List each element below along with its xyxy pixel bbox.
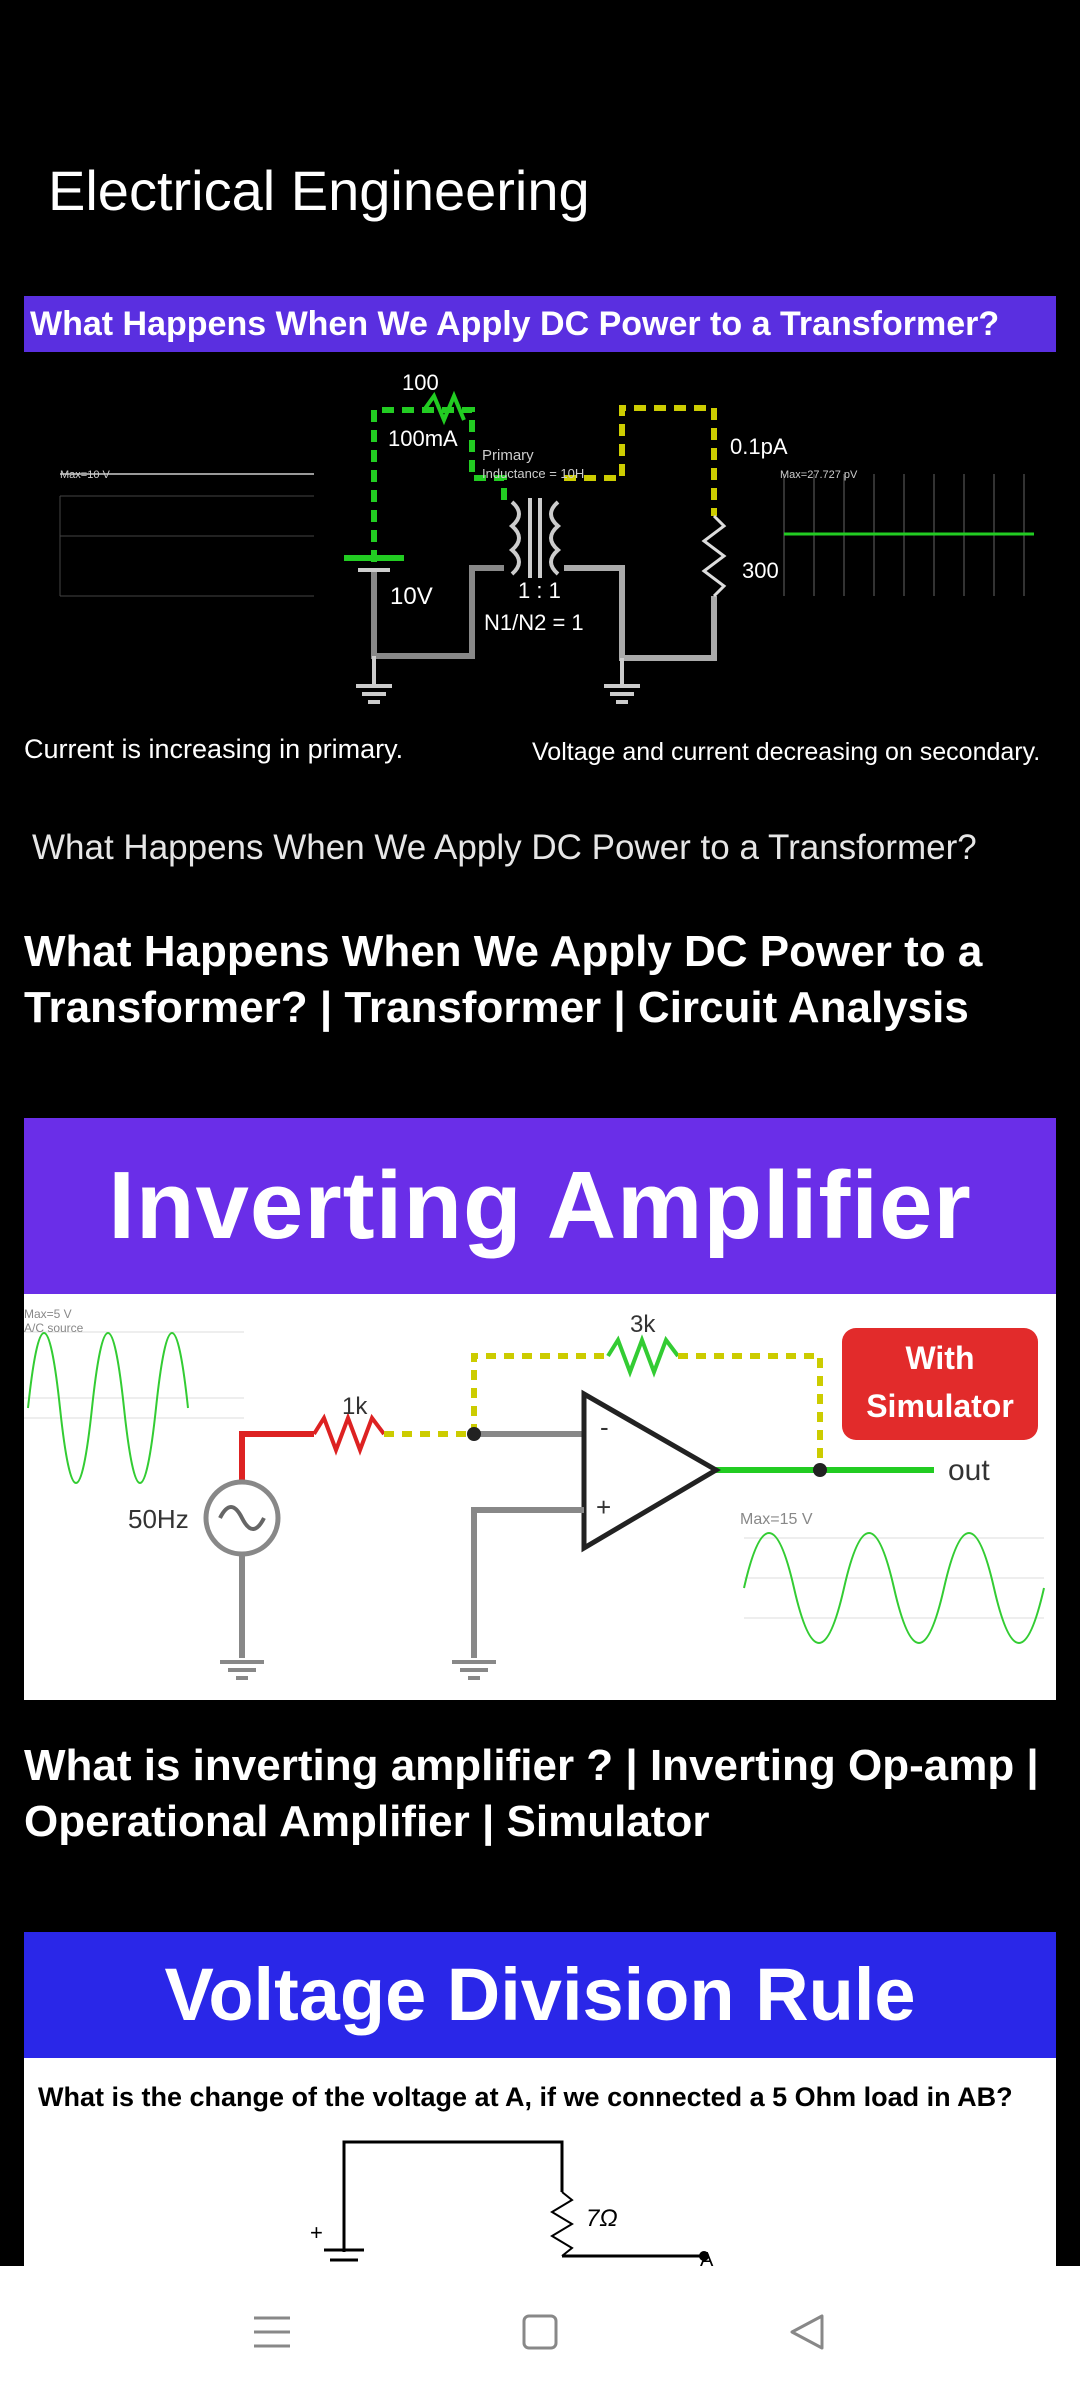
minus-label: - [600,1412,609,1442]
menu-icon[interactable] [250,2310,294,2354]
ratio-label: 1 : 1 [518,578,561,603]
video-subtitle: What Happens When We Apply DC Power to a… [32,828,977,867]
feedback-resistor-label: 3k [630,1311,656,1338]
primary-label: Primary [482,447,534,464]
current-secondary-label: 0.1pA [730,434,788,459]
frequency-label: 50Hz [128,1504,189,1534]
navigation-bar [0,2266,1080,2400]
source-label: 10V [390,583,433,610]
thumbnail-banner: Inverting Amplifier [24,1118,1056,1294]
thumbnail-banner: What Happens When We Apply DC Power to a… [24,296,1056,352]
resistor-right-label: 300 [742,558,779,583]
amplifier-circuit-diagram: Max=5 V A/C source 3k 1k 50Hz - + out Ma… [24,1307,1045,1680]
node-label: A [700,2249,714,2267]
home-icon[interactable] [518,2310,562,2354]
transformer-circuit-diagram: 100 100mA Primary Inductance = 10H 0.1pA… [59,370,1034,704]
video-thumbnail-inverting-amplifier[interactable]: Inverting Amplifier M [24,1118,1056,1700]
simulator-badge: With Simulator [842,1328,1038,1440]
thumbnail-caption-right: Voltage and current decreasing on second… [532,738,1041,766]
video-title[interactable]: What is inverting amplifier ? | Invertin… [24,1741,1039,1846]
plus-label: + [310,2220,323,2245]
resistor-label: 100 [402,370,439,395]
thumbnail-question: What is the change of the voltage at A, … [38,2082,1013,2112]
max-in-label: Max=5 V [24,1307,72,1321]
page-title: Electrical Engineering [48,159,590,222]
video-title[interactable]: What Happens When We Apply DC Power to a… [24,927,983,1032]
input-resistor-label: 1k [342,1393,368,1420]
out-label: out [948,1454,990,1487]
video-thumbnail-voltage-division[interactable]: Voltage Division Rule What is the change… [24,1932,1056,2267]
divider-circuit-diagram: + 7Ω A [310,2140,714,2267]
max-out-label: Max=15 V [740,1511,813,1528]
thumbnail-caption-left: Current is increasing in primary. [24,734,404,764]
resistor-label: 7Ω [586,2205,618,2232]
video-thumbnail-transformer[interactable]: What Happens When We Apply DC Power to a… [24,296,1056,782]
max-left-label: Max=10 V [60,469,110,481]
inductance-label: Inductance = 10H [482,466,584,481]
thumbnail-banner: Voltage Division Rule [24,1932,1056,2058]
ac-source-label: A/C source [24,1321,84,1335]
current-primary-label: 100mA [388,426,458,451]
turns-label: N1/N2 = 1 [484,610,584,635]
max-right-label: Max=27.727 pV [780,469,858,481]
plus-label: + [596,1492,611,1522]
back-icon[interactable] [786,2310,830,2354]
